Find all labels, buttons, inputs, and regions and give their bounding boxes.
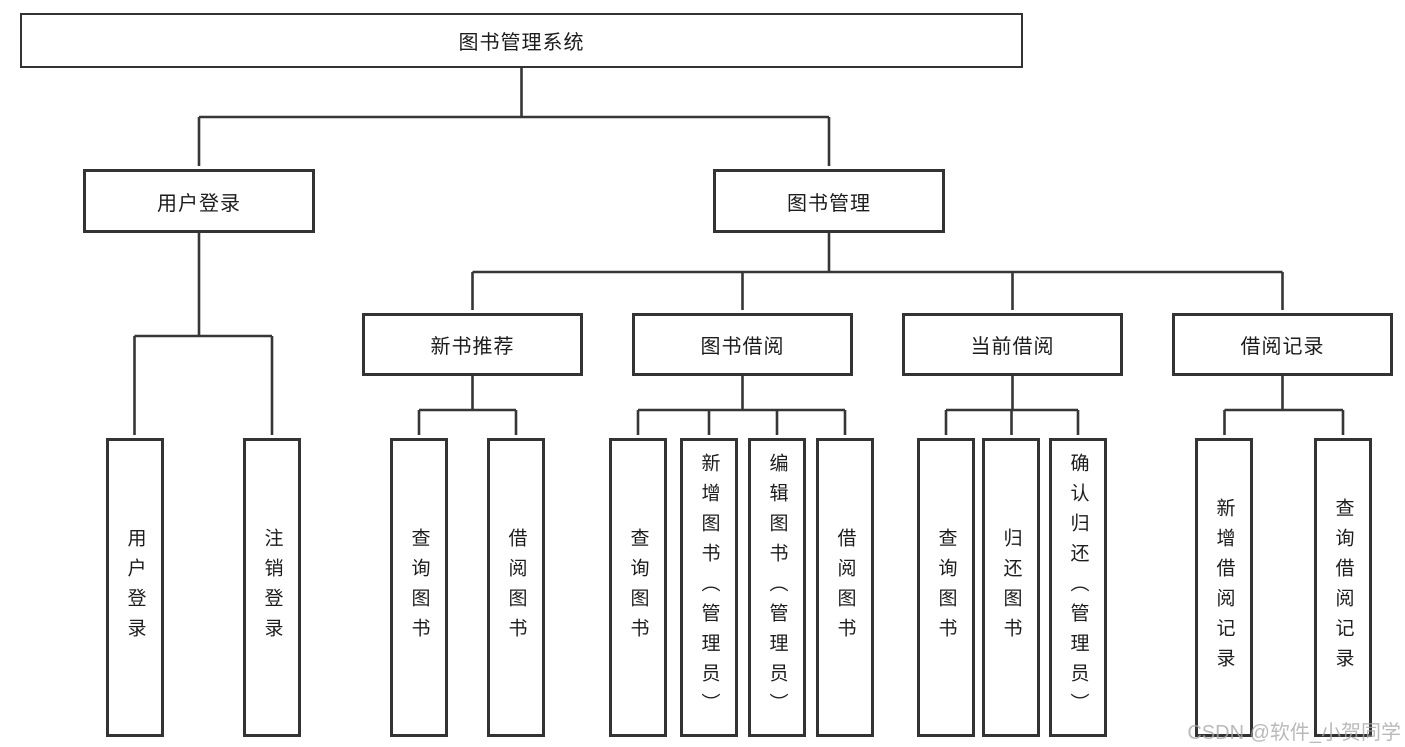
leaf-current-return-book: 归还图书 <box>982 438 1040 737</box>
node-root: 图书管理系统 <box>20 13 1023 68</box>
leaf-borrow-add-book-admin: 新增图书（管理员） <box>680 438 738 737</box>
leaf-borrow-add-book-admin-label: 新增图书（管理员） <box>698 452 720 723</box>
connector-book-borrow-to-leaves <box>636 376 847 435</box>
leaf-records-add-record: 新增借阅记录 <box>1195 438 1253 737</box>
node-new-book-recommend: 新书推荐 <box>362 313 583 376</box>
leaf-records-add-record-label: 新增借阅记录 <box>1213 497 1235 678</box>
leaf-user-login-label: 用户登录 <box>124 527 146 648</box>
connector-current-borrow-to-leaves <box>944 376 1080 435</box>
connector-root-to-level2 <box>197 68 831 166</box>
leaf-logout-label: 注销登录 <box>261 527 283 648</box>
leaf-records-query-record-label: 查询借阅记录 <box>1332 497 1354 678</box>
leaf-current-query-book-label: 查询图书 <box>935 527 957 648</box>
connector-book-management-to-level3 <box>471 233 1284 310</box>
node-user-login: 用户登录 <box>83 169 315 233</box>
leaf-current-confirm-return-admin-label: 确认归还（管理员） <box>1067 452 1089 723</box>
connector-user-login-to-leaves <box>133 233 274 435</box>
leaf-current-confirm-return-admin: 确认归还（管理员） <box>1049 438 1107 737</box>
node-book-borrow-label: 图书借阅 <box>700 336 785 358</box>
leaf-newrec-query-book: 查询图书 <box>390 438 448 737</box>
leaf-borrow-query-book: 查询图书 <box>609 438 667 737</box>
node-root-label: 图书管理系统 <box>458 32 585 54</box>
leaf-records-query-record: 查询借阅记录 <box>1314 438 1372 737</box>
leaf-newrec-borrow-book-label: 借阅图书 <box>505 527 527 648</box>
leaf-borrow-query-book-label: 查询图书 <box>627 527 649 648</box>
leaf-user-login: 用户登录 <box>106 438 164 737</box>
node-book-management: 图书管理 <box>713 169 945 233</box>
node-current-borrow: 当前借阅 <box>902 313 1123 376</box>
leaf-borrow-edit-book-admin: 编辑图书（管理员） <box>748 438 806 737</box>
leaf-borrow-borrow-book: 借阅图书 <box>816 438 874 737</box>
node-new-book-recommend-label: 新书推荐 <box>430 336 515 358</box>
node-book-management-label: 图书管理 <box>787 192 871 215</box>
connector-new-book-recommend-to-leaves <box>417 376 518 435</box>
csdn-watermark: CSDN @软件_小贺同学 <box>1187 722 1401 744</box>
leaf-logout: 注销登录 <box>243 438 301 737</box>
node-user-login-label: 用户登录 <box>157 192 241 215</box>
node-current-borrow-label: 当前借阅 <box>970 336 1055 358</box>
leaf-current-query-book: 查询图书 <box>917 438 975 737</box>
leaf-borrow-edit-book-admin-label: 编辑图书（管理员） <box>766 452 788 723</box>
node-borrow-records: 借阅记录 <box>1172 313 1393 376</box>
connector-borrow-records-to-leaves <box>1223 376 1345 435</box>
leaf-newrec-query-book-label: 查询图书 <box>408 527 430 648</box>
leaf-borrow-borrow-book-label: 借阅图书 <box>834 527 856 648</box>
leaf-newrec-borrow-book: 借阅图书 <box>487 438 545 737</box>
node-borrow-records-label: 借阅记录 <box>1240 336 1325 358</box>
node-book-borrow: 图书借阅 <box>632 313 853 376</box>
leaf-current-return-book-label: 归还图书 <box>1000 527 1022 648</box>
